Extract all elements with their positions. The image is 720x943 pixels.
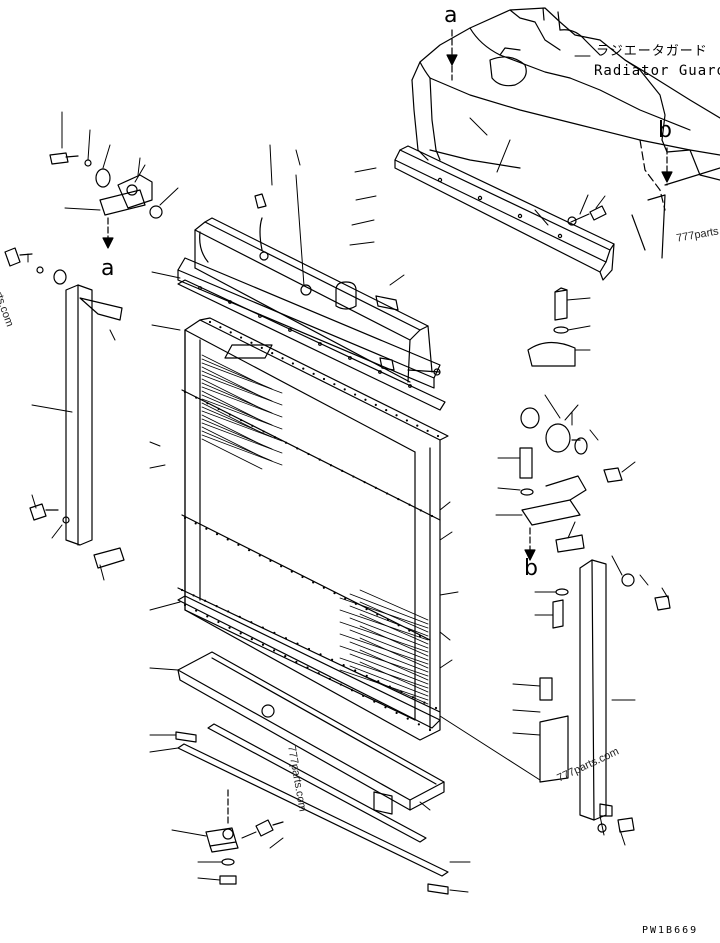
left-side-support	[29, 284, 125, 569]
bottom-mount	[205, 789, 284, 885]
radiator-core	[184, 317, 449, 741]
left-side-bolt	[4, 247, 67, 285]
core-rivets	[180, 320, 440, 732]
guard-angle-bar	[394, 145, 615, 281]
radiator-top-tank	[177, 193, 441, 389]
guard-leaders	[469, 117, 606, 226]
radiator-bottom-tank	[177, 651, 445, 815]
part-leader-lines	[27, 111, 669, 893]
guard-bolt	[567, 205, 607, 226]
core-fins	[177, 354, 441, 713]
callout-b-guard: b	[658, 118, 672, 143]
right-side-support	[439, 534, 671, 833]
bottom-gasket	[177, 595, 441, 729]
callout-a-top: a	[444, 3, 458, 28]
left-upper-mount	[49, 152, 163, 249]
guard-label-en: Radiator Guard	[594, 63, 720, 79]
bottom-strips	[175, 723, 449, 895]
callout-b-mid: b	[524, 556, 538, 581]
callout-a-left: a	[101, 256, 115, 281]
guard-callout-arrows	[446, 29, 673, 186]
right-upper-mount	[519, 287, 623, 561]
drawing-code: PW1B669	[642, 925, 699, 936]
top-gasket	[177, 279, 446, 411]
guard-label-jp: ラジエータガード	[596, 44, 708, 59]
